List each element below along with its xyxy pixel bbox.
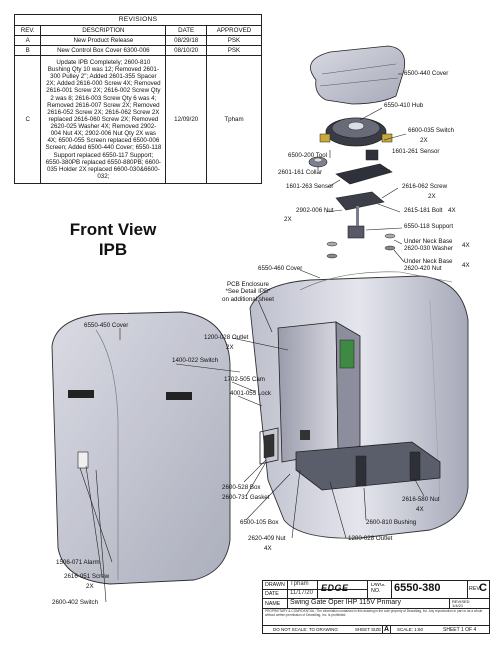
callout-1200-028-outlet-top: 1200-028 Outlet: [204, 334, 249, 341]
revised-label: REVISED: [452, 599, 470, 604]
callout-2615-181-bolt: 2615-181 Bolt: [404, 207, 443, 214]
callout-2616-062-qty: 2X: [428, 193, 436, 200]
gasket-part: [259, 427, 279, 465]
top-cover-part: [310, 45, 406, 105]
nut-label: 2620-420 Nut: [404, 265, 442, 273]
callout-2600-528-box: 2600-528 Box: [222, 484, 261, 491]
callout-1702-505-cam: 1702-505 Cam: [224, 376, 265, 383]
under-neck-label: Under Neck Base: [404, 258, 453, 265]
date-value: 11/17/20: [290, 590, 313, 596]
callout-2616-051-screw: 2616-051 Screw: [64, 573, 110, 580]
revisions-table: REVISIONS REV. DESCRIPTION DATE APPROVED…: [13, 14, 263, 185]
callout-2616-051-qty: 2X: [86, 583, 94, 590]
callout-under-neck-washer: Under Neck Base 2620-030 Washer: [404, 238, 453, 253]
hub-part: [319, 117, 393, 147]
pcb-sheet-note: on additional sheet: [222, 295, 274, 303]
sensor-bracket-part: [335, 149, 393, 185]
callout-6600-035-switch: 6600-035 Switch: [408, 127, 455, 134]
scale-label: SCALE: 1:50: [397, 627, 424, 632]
dwg-label: DWG.: [371, 583, 386, 588]
view-title: Front View IPB: [38, 220, 188, 260]
callout-under-neck-nut-qty: 4X: [462, 262, 470, 269]
support-part: [335, 191, 385, 239]
callout-2601-161-collar: 2601-161 Collar: [278, 169, 323, 176]
name-label: NAME: [265, 601, 281, 607]
callout-6550-118-support: 6550-118 Support: [404, 223, 454, 230]
confidential-note: PROPRIETARY & CONFIDENTIAL: The informat…: [265, 609, 483, 617]
drawing-number: 6550-380: [394, 582, 441, 594]
callout-2902-006-nut: 2902-006 Nut: [296, 207, 334, 214]
callout-6550-450-cover: 6550-450 Cover: [84, 322, 129, 329]
callout-1200-028-outlet-bottom: 1200-028 Outlet: [348, 535, 393, 542]
callout-2620-409-qty: 4X: [264, 545, 272, 552]
callout-2600-402-switch: 2600-402 Switch: [52, 599, 99, 606]
sheet-number: SHEET 1 OF 4: [443, 627, 477, 633]
callout-6550-460-cover: 6550-460 Cover: [258, 265, 303, 272]
callout-2600-731-gasket: 2600-731 Gasket: [222, 494, 270, 501]
table-row: B New Control Box Cover 6300-006 08/10/2…: [13, 44, 263, 56]
callout-6550-410-hub: 6550-410 Hub: [384, 102, 424, 109]
callout-pcb-enclosure: PCB Enclosure *See Detail IPB* on additi…: [198, 281, 298, 303]
rev-value: C: [479, 582, 487, 594]
no-label: NO.: [371, 587, 381, 594]
callout-1601-261-sensor: 1601-261 Sensor: [392, 148, 440, 155]
washers-part: [326, 233, 396, 259]
dwg-no-label: DWG. NO.: [371, 583, 385, 595]
callout-2600-810-bushing: 2600-810 Bushing: [366, 519, 417, 526]
callout-6500-105-box: 6500-105 Box: [240, 519, 279, 526]
description-cell: New Control Box Cover 6300-006: [40, 44, 167, 56]
rev-cell: C: [13, 54, 42, 185]
callout-under-neck-nut: Under Neck Base 2620-420 Nut: [404, 258, 453, 273]
drawn-value: Tpham: [290, 581, 309, 587]
callout-6500-200-tool: 6500-200 Tool: [288, 152, 328, 159]
callout-2615-181-qty: 4X: [448, 207, 456, 214]
callout-6500-440-cover: 6500-440 Cover: [404, 70, 449, 77]
revised-value: 1/4/21: [452, 603, 464, 608]
approved-cell: PSK: [205, 44, 263, 56]
title-block: DRAWN Tpham DATE 11/17/20 EDGE DWG. NO. …: [262, 580, 490, 634]
sheet-size-value: A: [382, 625, 392, 634]
scale-note: DO NOT SCALE: TO DRAWING: [273, 627, 338, 632]
collar-part: [308, 156, 328, 168]
table-row: C Update IPB Completely; 2600-810 Bushin…: [13, 54, 263, 185]
under-neck-label: Under Neck Base: [404, 238, 453, 245]
pcb-detail-note: *See Detail IPB*: [225, 288, 271, 296]
base-frame-part: [295, 441, 441, 491]
callout-2616-580-qty: 4X: [416, 506, 424, 513]
drawing-name: Swing Gate Oper IHP 115V Primary: [290, 599, 402, 606]
view-title-line2: IPB: [98, 240, 128, 259]
callout-under-neck-washer-qty: 4X: [462, 242, 470, 249]
callout-2616-062-screw: 2616-062 Screw: [402, 183, 448, 190]
callout-1400-022-switch: 1400-022 Switch: [172, 357, 219, 364]
washer-label: 2620-030 Washer: [404, 245, 453, 253]
company-logo: EDGE: [321, 583, 349, 593]
callout-1200-028-top-qty: 2X: [226, 344, 234, 351]
callout-1601-263-sensor: 1601-263 Sensor: [286, 183, 334, 190]
callout-1506-071-alarm: 1506-071 Alarm: [56, 559, 100, 566]
date-label: DATE: [265, 591, 279, 597]
rev-label: REV.: [469, 586, 481, 592]
rev-cell: B: [13, 44, 42, 56]
callout-4001-055-lock: 4001-055 Lock: [230, 390, 271, 397]
drawn-label: DRAWN: [265, 582, 285, 588]
callout-6600-035-qty: 2X: [420, 137, 428, 144]
view-title-line1: Front View: [69, 220, 157, 239]
front-cover-part: [51, 311, 231, 585]
description-cell: Update IPB Completely; 2600-810 Bushing …: [40, 54, 167, 185]
pcb-label: PCB Enclosure: [227, 281, 269, 288]
callout-2620-409-nut: 2620-409 Nut: [248, 535, 286, 542]
pcb-enclosure-part: [277, 321, 361, 463]
approved-cell: Tpham: [205, 54, 263, 185]
callout-2902-006-qty: 2X: [284, 216, 292, 223]
leader-lines: [79, 73, 425, 603]
sheet-size-label: SHEET SIZE: [355, 627, 382, 632]
callout-2616-580-nut: 2616-580 Nut: [402, 496, 440, 503]
